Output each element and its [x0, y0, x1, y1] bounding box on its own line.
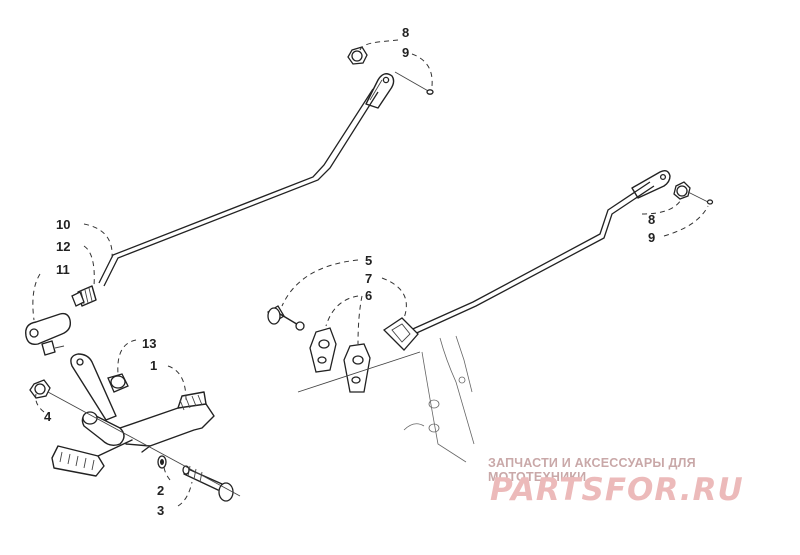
callout-11: 11: [56, 262, 70, 277]
callout-6: 6: [365, 288, 372, 303]
pivot-bolt: [182, 465, 234, 502]
callout-10: 10: [56, 217, 70, 232]
lever-shaft-tube: [81, 411, 125, 447]
right-nut: [673, 181, 691, 200]
mount-plate-front: [343, 343, 371, 393]
watermark-logo: PARTSFOR.RU: [490, 472, 744, 508]
mount-bolt: [267, 305, 305, 331]
shift-boot: [382, 317, 419, 351]
shift-pedal-bracket: [119, 391, 215, 453]
heel-pedal: [51, 439, 133, 477]
callout-12: 12: [56, 239, 70, 254]
callout-9-top: 9: [402, 45, 409, 60]
mount-plate-rear: [309, 327, 337, 373]
shift-lever-arm: [70, 353, 117, 421]
jam-nut: [71, 291, 85, 307]
callout-labels: 8 9 10 12 11 13 1 4 2 3 5 7 6 8 9: [44, 25, 655, 518]
callout-7: 7: [365, 271, 372, 286]
callout-4: 4: [44, 409, 52, 424]
callout-1: 1: [150, 358, 157, 373]
callout-13: 13: [142, 336, 156, 351]
callout-3: 3: [157, 503, 164, 518]
watermark-caption: ЗАПЧАСТИ И АКСЕССУАРЫ ДЛЯ МОТОТЕХНИКИ: [488, 456, 696, 484]
callout-8-top: 8: [402, 25, 409, 40]
top-nut: [347, 46, 368, 65]
lever-nut: [29, 379, 51, 399]
callout-8-right: 8: [648, 212, 655, 227]
lower-shift-rod: [405, 181, 655, 337]
lower-rod-clevis: [631, 169, 671, 199]
top-cotter-pin: [394, 71, 434, 95]
upper-shift-rod: [98, 88, 379, 287]
rod-end-ball-joint: [25, 285, 97, 356]
leader-lines: [32, 39, 709, 507]
lever-bushing: [107, 373, 129, 393]
upper-rod-clevis: [365, 73, 395, 109]
callout-9-right: 9: [648, 230, 655, 245]
callout-5: 5: [365, 253, 372, 268]
frame-outline: [403, 335, 475, 463]
pivot-washer: [157, 455, 167, 469]
right-cotter-pin: [687, 191, 714, 205]
callout-2: 2: [157, 483, 164, 498]
